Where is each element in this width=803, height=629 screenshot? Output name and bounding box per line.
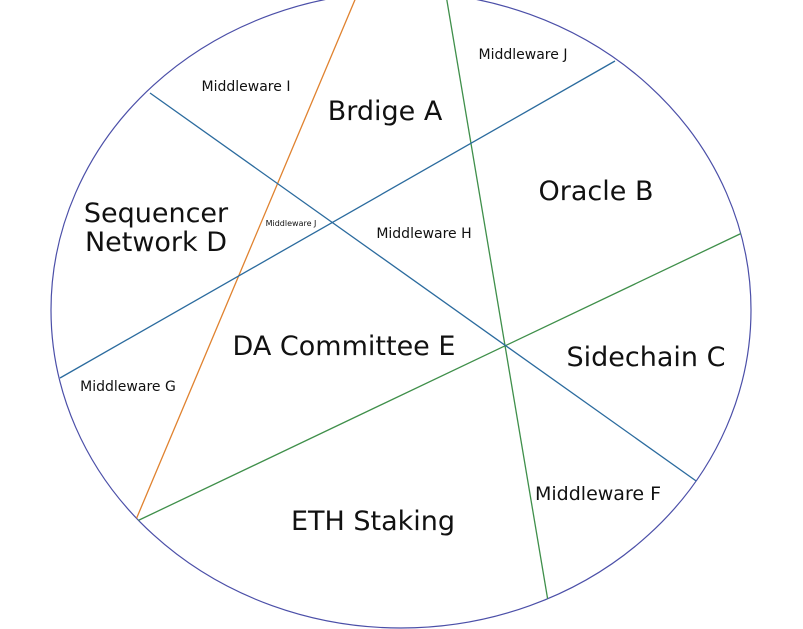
middleware-label-g: Middleware G bbox=[80, 379, 176, 395]
green-divider-line-steep bbox=[445, 0, 550, 608]
middleware-label-j-small: Middleware J bbox=[266, 219, 317, 228]
middleware-label-h: Middleware H bbox=[376, 226, 471, 242]
blue-divider-line-falling bbox=[149, 92, 700, 484]
middleware-label-i: Middleware I bbox=[202, 79, 291, 95]
region-label-eth-staking: ETH Staking bbox=[291, 506, 455, 537]
region-label-oracle-b: Oracle B bbox=[539, 176, 654, 207]
middleware-label-j-top: Middleware J bbox=[479, 47, 568, 63]
region-label-sequencer-line1: Sequencer bbox=[84, 198, 229, 229]
blue-divider-line-rising bbox=[59, 60, 616, 379]
middleware-label-f: Middleware F bbox=[535, 483, 661, 505]
region-label-da-committee-e: DA Committee E bbox=[233, 331, 456, 362]
orange-divider-line bbox=[134, 0, 358, 523]
outer-circle bbox=[50, 0, 752, 629]
region-label-sidechain-c: Sidechain C bbox=[567, 342, 726, 373]
region-label-sequencer-line2: Network D bbox=[85, 227, 227, 258]
region-label-bridge-a: Brdige A bbox=[328, 96, 443, 127]
green-divider-line-shallow bbox=[134, 232, 743, 523]
